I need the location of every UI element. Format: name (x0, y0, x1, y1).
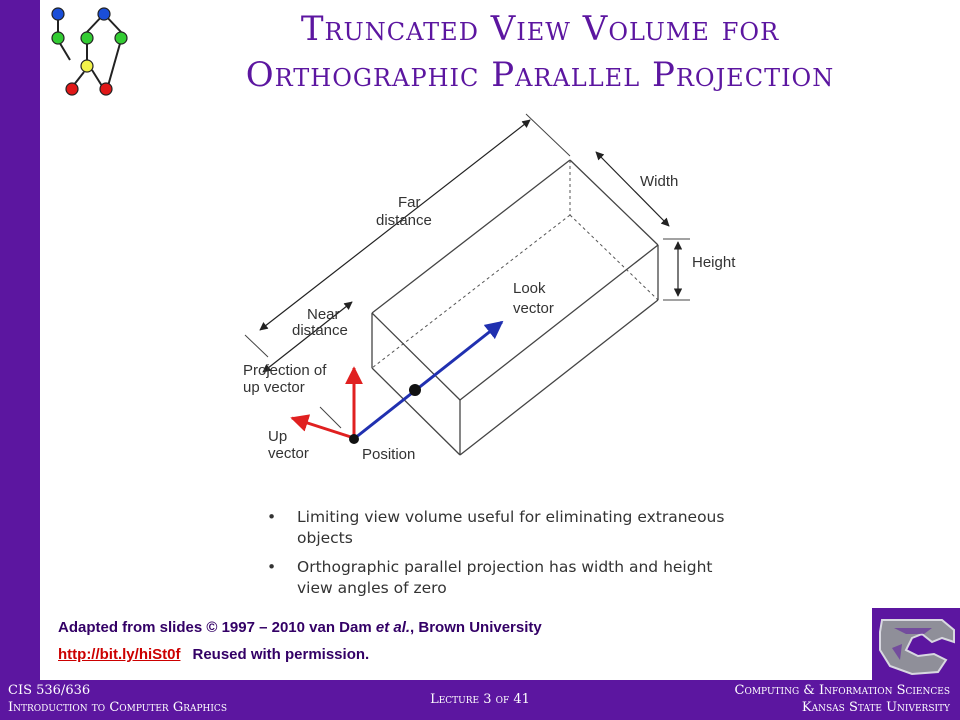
lecture-number: Lecture 3 of 41 (430, 692, 530, 707)
wildcat-icon (879, 619, 955, 676)
height-label: Height (692, 254, 736, 271)
footer-course: CIS 536/636 Introduction to Computer Gra… (8, 682, 227, 716)
bullet-item: Orthographic parallel projection has wid… (265, 557, 745, 599)
look-vector-label-2: vector (513, 300, 554, 317)
footer-bar (0, 680, 960, 720)
view-volume-diagram: Far distance Width Height Near distance … (243, 113, 736, 463)
department-name: Computing & Information Sciences (734, 683, 950, 698)
near-distance-label-1: Near (307, 306, 340, 323)
university-name: Kansas State University (801, 700, 950, 715)
far-distance-arrow (259, 119, 531, 331)
projection-up-label-2: up vector (243, 379, 305, 396)
up-vector-arrow (290, 414, 355, 440)
credit-et-al: et al. (375, 619, 411, 636)
projection-up-label-1: Projection of (243, 362, 327, 379)
slide-title-line-2: Orthographic Parallel Projection (245, 55, 835, 95)
width-label: Width (640, 173, 678, 190)
course-name: Introduction to Computer Graphics (8, 700, 227, 715)
look-vector-arrow (354, 320, 504, 440)
near-distance-label-2: distance (292, 322, 348, 339)
near-plane-center-point (409, 384, 421, 396)
bullet-list: Limiting view volume useful for eliminat… (265, 507, 745, 607)
credit-suffix: , Brown University (410, 619, 542, 636)
width-arrow (595, 151, 670, 227)
credit-prefix: Adapted from slides © 1997 – 2010 van Da… (58, 619, 376, 636)
graph-logo-icon (51, 7, 128, 96)
far-distance-label-2: distance (376, 212, 432, 229)
dimension-arrows (259, 119, 683, 373)
course-number: CIS 536/636 (8, 683, 91, 698)
credit-line-1: Adapted from slides © 1997 – 2010 van Da… (58, 619, 542, 636)
volume-box-edges (371, 159, 659, 456)
dimension-extension-lines (244, 113, 690, 429)
up-vector-label-2: vector (268, 445, 309, 462)
far-distance-label-1: Far (398, 194, 421, 211)
near-distance-arrow (262, 301, 353, 373)
look-vector-label-1: Look (513, 280, 546, 297)
up-vector-label-1: Up (268, 428, 287, 445)
wildcat-logo (872, 608, 960, 680)
position-label: Position (362, 446, 415, 463)
credit-line-2: http://bit.ly/hiSt0f Reused with permissi… (58, 646, 369, 663)
position-point (349, 434, 359, 444)
permission-text: Reused with permission. (192, 646, 370, 663)
volume-hidden-edges (371, 160, 659, 369)
source-link[interactable]: http://bit.ly/hiSt0f (58, 646, 181, 663)
bullet-item: Limiting view volume useful for eliminat… (265, 507, 745, 549)
left-sidebar-bar (0, 0, 40, 680)
footer-department: Computing & Information Sciences Kansas … (735, 682, 950, 716)
slide-title: Truncated View Volume for Orthographic P… (130, 6, 950, 98)
slide-title-line-1: Truncated View Volume for (300, 9, 780, 49)
